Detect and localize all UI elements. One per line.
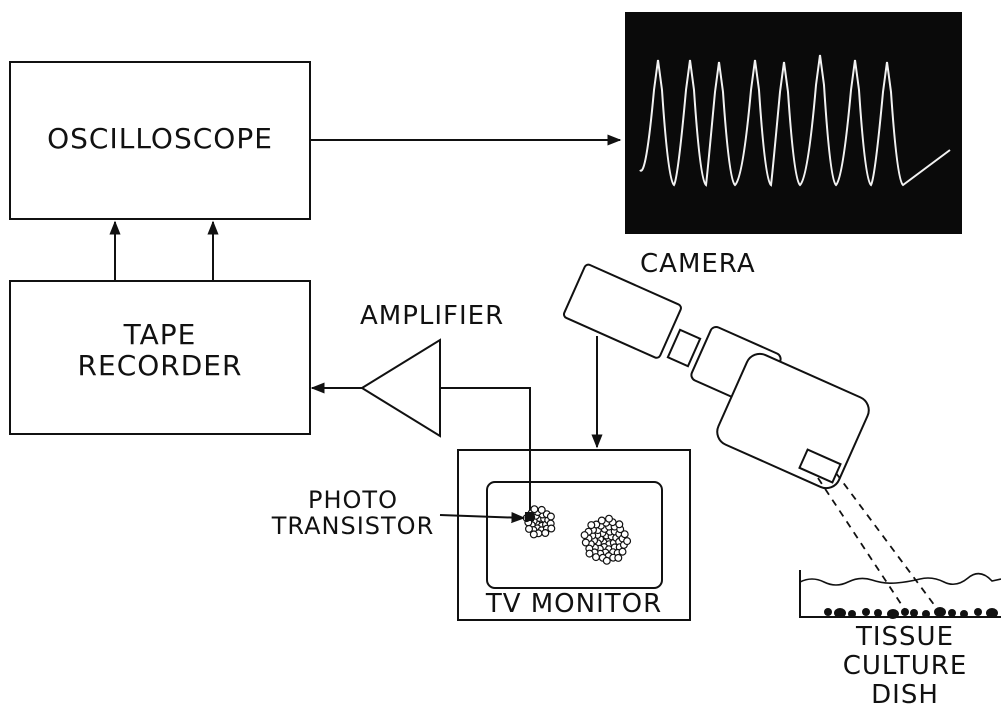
cell-cluster-left <box>523 506 554 538</box>
tv-monitor-label: TV MONITOR <box>458 590 690 619</box>
photo-transistor-label-line1: PHOTO <box>268 487 438 513</box>
camera-label: CAMERA <box>640 250 756 279</box>
tissue-culture-label-line1: TISSUE <box>820 623 990 652</box>
photo-transistor-label-line2: TRANSISTOR <box>268 513 438 539</box>
oscilloscope-trace-display <box>625 12 962 234</box>
photo-transistor-label: PHOTO TRANSISTOR <box>268 487 438 540</box>
camera-icon <box>563 263 874 492</box>
wire-transistor-to-amp <box>440 388 530 516</box>
light-path-left <box>818 478 905 610</box>
tape-recorder-label: TAPE RECORDER <box>10 320 310 382</box>
tissue-culture-label-line2: CULTURE <box>820 652 990 681</box>
arrow-phototransistor-pointer <box>440 515 524 518</box>
tape-recorder-label-line1: TAPE <box>10 320 310 351</box>
amplifier-label: AMPLIFIER <box>360 302 504 331</box>
tissue-culture-dish-icon <box>800 570 1001 619</box>
tv-monitor-screen <box>487 482 662 588</box>
light-path-right <box>836 473 938 610</box>
cell-cluster-right <box>581 515 630 564</box>
oscilloscope-label: OSCILLOSCOPE <box>10 124 310 155</box>
tissue-culture-label-line3: DISH <box>820 681 990 710</box>
tape-recorder-label-line2: RECORDER <box>10 351 310 382</box>
photo-transistor-icon <box>525 512 534 521</box>
tissue-culture-dish-label: TISSUE CULTURE DISH <box>820 623 990 710</box>
amplifier-icon <box>362 340 440 436</box>
